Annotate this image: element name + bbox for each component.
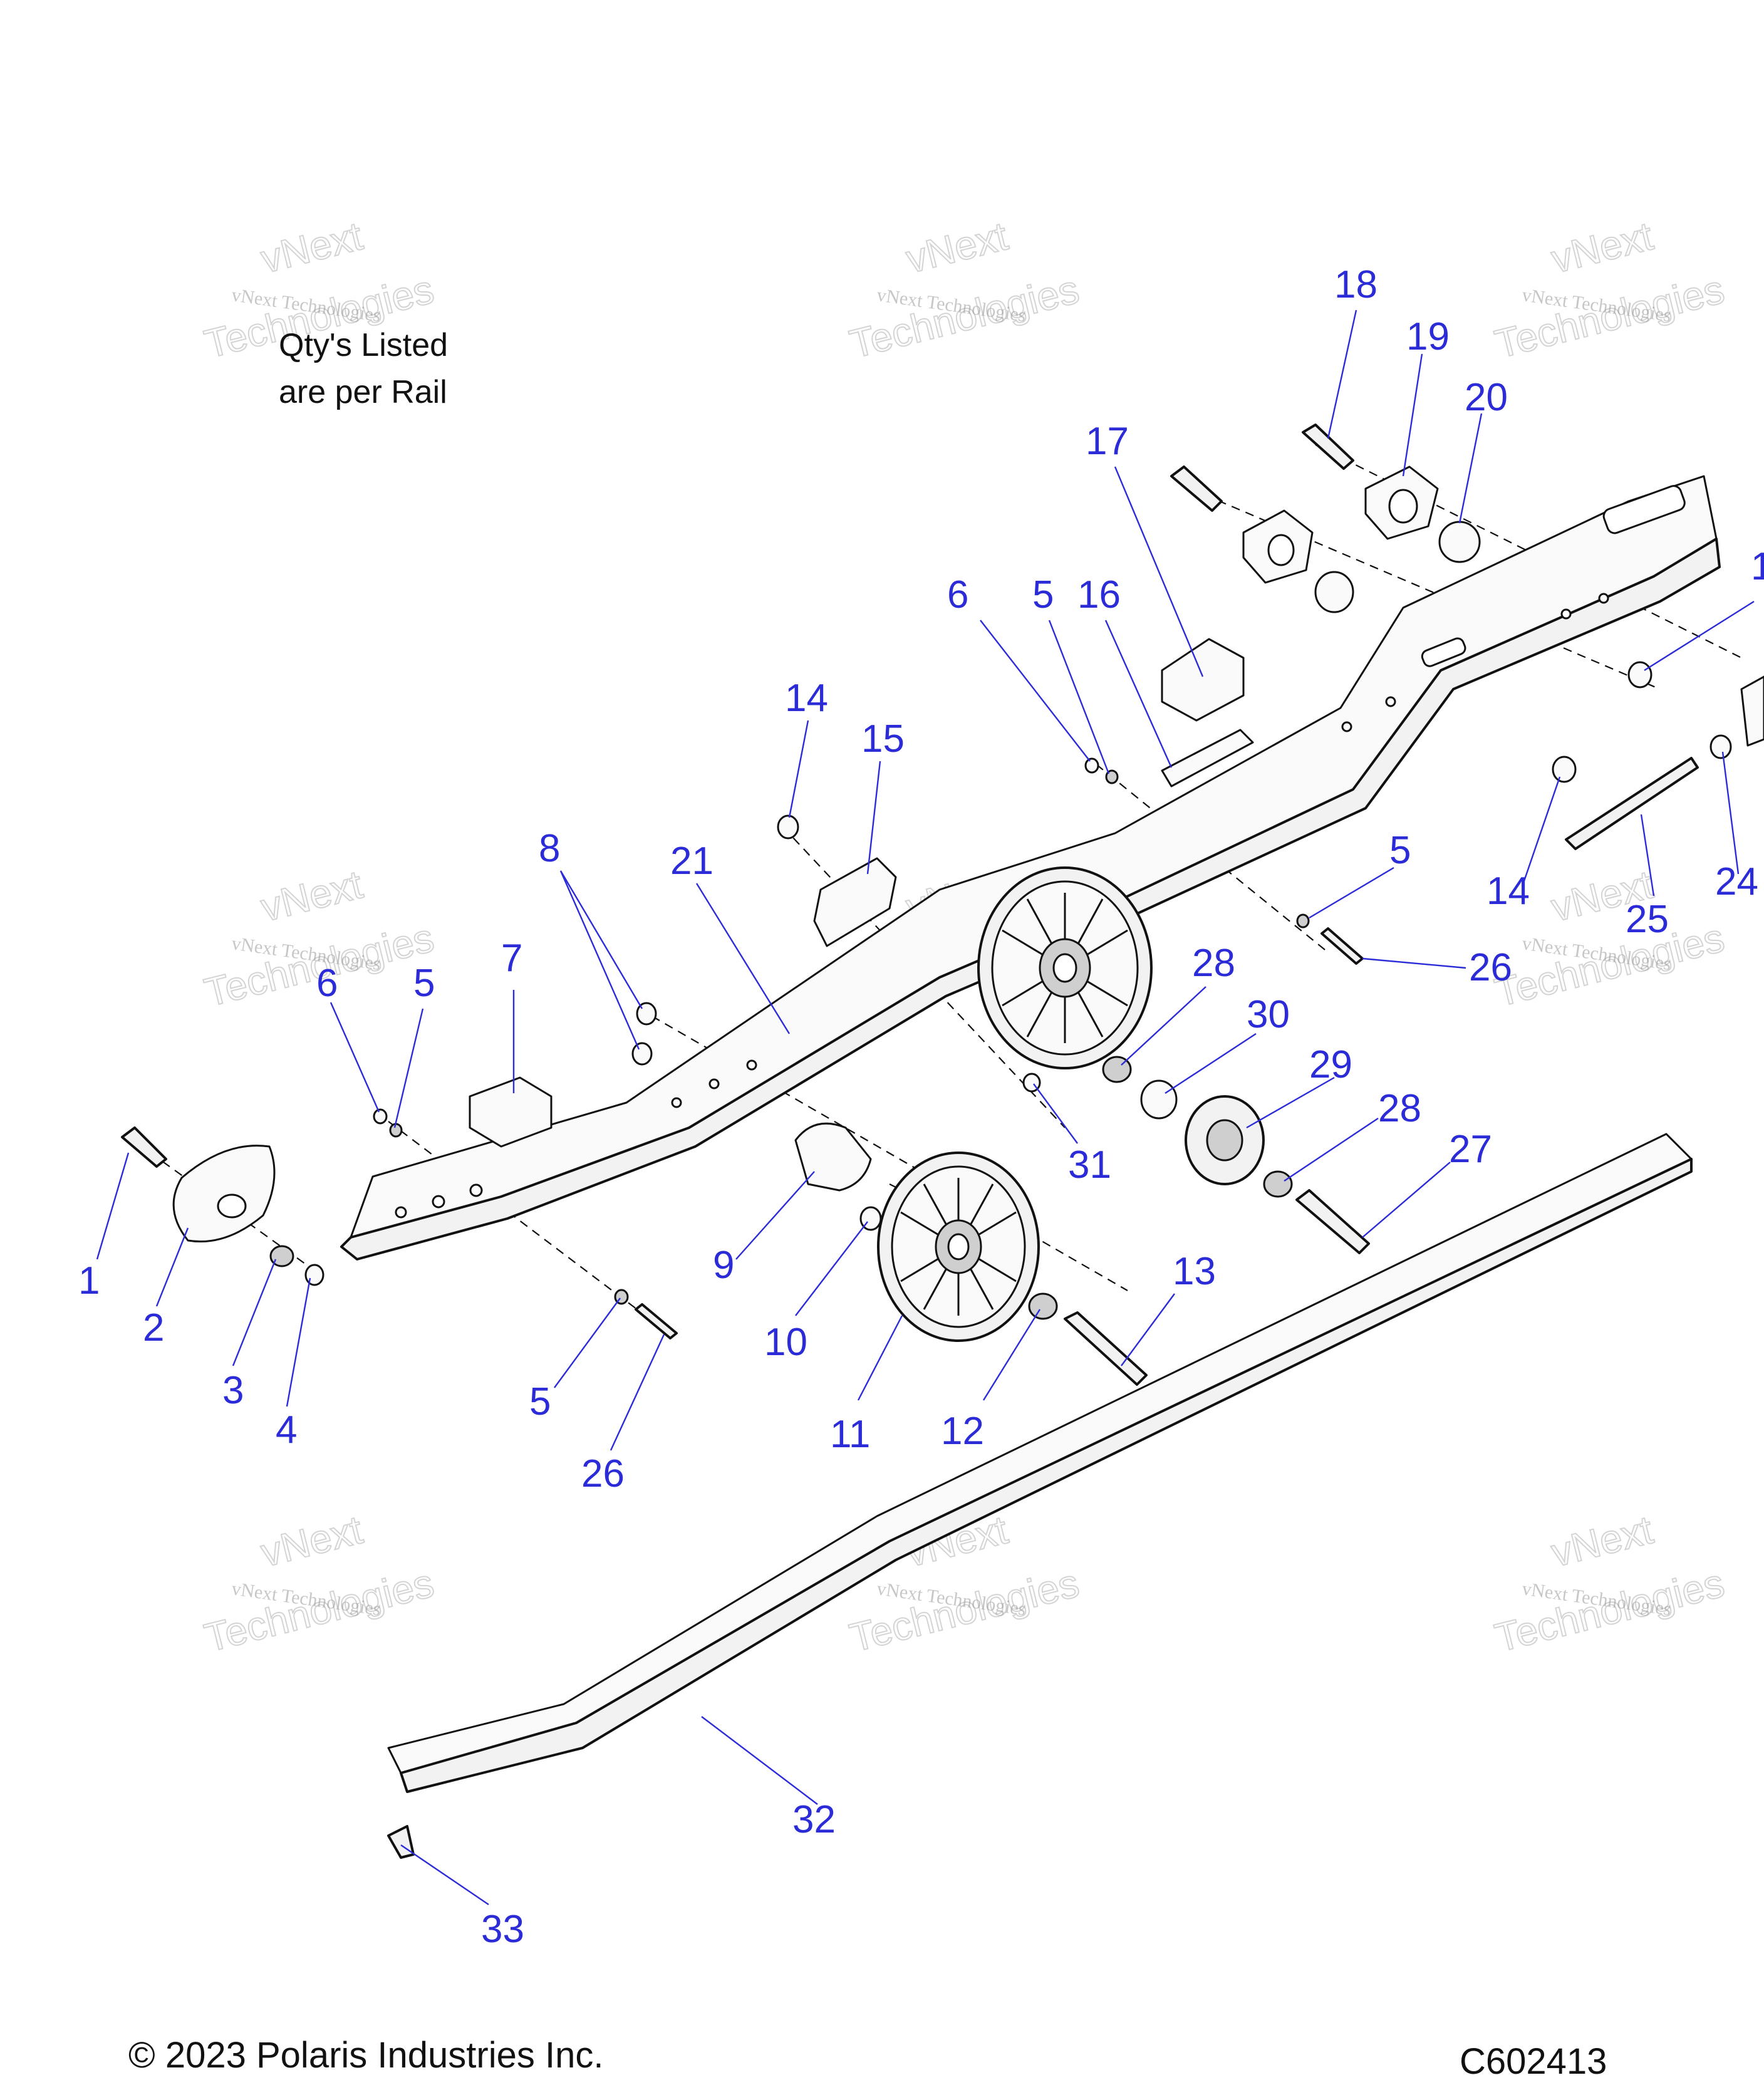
callout-1: 1 (1751, 545, 1764, 588)
callout-29: 29 (1309, 1043, 1352, 1086)
callout-5: 5 (529, 1380, 551, 1423)
callout-28: 28 (1192, 942, 1235, 985)
callout-9: 9 (713, 1244, 734, 1287)
svg-text:vNext: vNext (256, 861, 366, 930)
callout-3: 3 (222, 1369, 244, 1412)
callout-26: 26 (1469, 946, 1512, 989)
callout-28: 28 (1378, 1087, 1421, 1130)
large-idler-wheel-upper (977, 866, 1153, 1069)
svg-text:vNext: vNext (1547, 213, 1657, 281)
copyright-text: © 2023 Polaris Industries Inc. (128, 2035, 603, 2076)
svg-text:vNext: vNext (256, 213, 366, 281)
callout-6: 6 (316, 962, 338, 1005)
callout-24: 24 (1715, 860, 1758, 903)
callout-14: 14 (785, 677, 828, 720)
callout-13: 13 (1173, 1250, 1216, 1293)
callout-6: 6 (947, 573, 968, 616)
callout-25: 25 (1626, 898, 1669, 941)
callout-11: 11 (830, 1413, 870, 1456)
idler-wheel (877, 1152, 1040, 1342)
qty-note-line2: are per Rail (279, 374, 447, 410)
callout-15: 15 (861, 717, 905, 761)
callout-19: 19 (1406, 315, 1450, 358)
callout-20: 20 (1465, 376, 1508, 419)
callout-18: 18 (1334, 263, 1377, 306)
callouts: 1 2 3 4 5 5 5 5 6 6 7 8 9 10 11 12 13 14… (78, 263, 1764, 1951)
qty-note-line1: Qty's Listed (279, 327, 448, 363)
callout-33: 33 (481, 1908, 524, 1951)
callout-5: 5 (1032, 573, 1054, 616)
callout-32: 32 (792, 1798, 836, 1841)
leader-lines (96, 309, 1755, 1905)
svg-text:vNext: vNext (1547, 1507, 1657, 1575)
callout-30: 30 (1247, 993, 1290, 1036)
callout-5: 5 (1389, 829, 1411, 872)
small-parts (121, 424, 1764, 1859)
callout-1: 1 (78, 1259, 100, 1302)
watermark: vNext Technologies vNext Technologies (200, 1506, 439, 1661)
callout-10: 10 (764, 1321, 807, 1364)
callout-26: 26 (581, 1452, 625, 1495)
callout-27: 27 (1449, 1128, 1492, 1171)
callout-14: 14 (1486, 870, 1530, 913)
svg-text:vNext: vNext (256, 1507, 366, 1575)
callout-31: 31 (1068, 1143, 1111, 1187)
slide-rail (340, 475, 1721, 1261)
callout-17: 17 (1086, 420, 1129, 463)
diagram-code: C602413 (1460, 2041, 1607, 2082)
hyfax-slide (387, 1133, 1693, 1793)
callout-4: 4 (276, 1408, 297, 1452)
callout-16: 16 (1077, 573, 1121, 616)
watermark: vNext Technologies vNext Technologies (845, 212, 1084, 367)
watermark: vNext Technologies vNext Technologies (1490, 1506, 1730, 1661)
callout-5: 5 (413, 962, 435, 1005)
watermark: vNext Technologies vNext Technologies (1490, 212, 1730, 367)
callout-21: 21 (670, 840, 713, 883)
callout-2: 2 (143, 1306, 164, 1349)
callout-8: 8 (539, 827, 560, 870)
callout-12: 12 (941, 1410, 984, 1453)
svg-text:vNext: vNext (901, 213, 1012, 281)
callout-7: 7 (501, 937, 522, 980)
